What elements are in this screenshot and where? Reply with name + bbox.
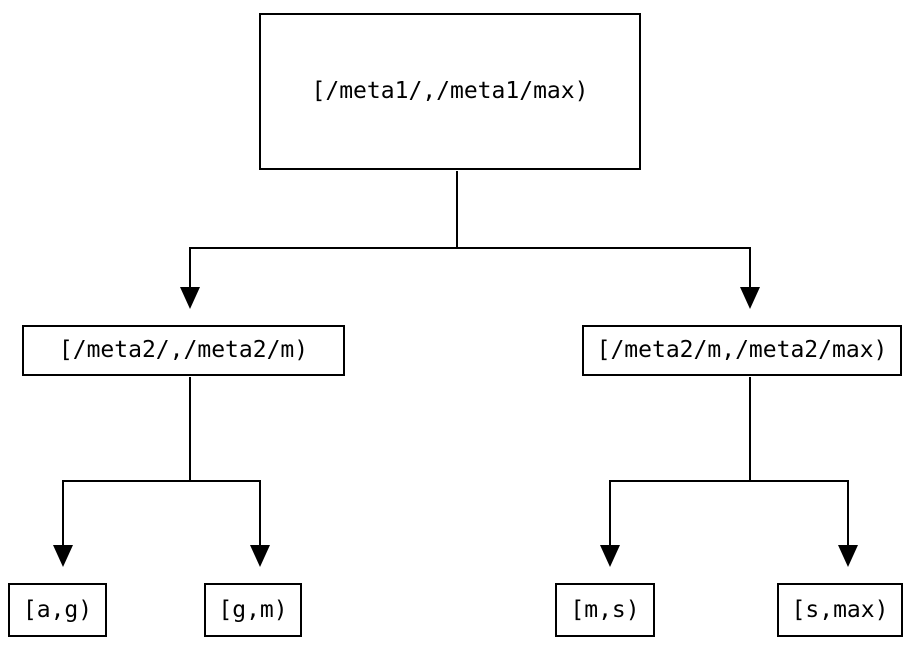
arrow-down-icon: [53, 545, 73, 567]
node-label: [m,s): [570, 596, 640, 623]
leaf-node-m-s: [m,s): [555, 583, 655, 637]
arrow-down-icon: [250, 545, 270, 567]
arrow-down-icon: [180, 287, 200, 309]
arrow-down-icon: [600, 545, 620, 567]
node-label: [/meta2/m,/meta2/max): [596, 337, 888, 363]
connector-level1-bracket: [189, 247, 751, 288]
leaf-node-g-m: [g,m): [204, 583, 302, 637]
connector-left-bracket: [62, 480, 261, 546]
node-label: [s,max): [791, 596, 889, 623]
node-label: [/meta1/,/meta1/max): [311, 78, 589, 104]
node-label: [g,m): [218, 596, 288, 623]
node-meta2-left-range: [/meta2/,/meta2/m): [22, 325, 345, 376]
node-label: [/meta2/,/meta2/m): [58, 337, 309, 363]
node-root-meta1-range: [/meta1/,/meta1/max): [259, 13, 641, 170]
arrow-down-icon: [740, 287, 760, 309]
leaf-node-s-max: [s,max): [777, 583, 903, 637]
connector-right-bracket: [609, 480, 849, 546]
arrow-down-icon: [838, 545, 858, 567]
leaf-node-a-g: [a,g): [8, 583, 107, 637]
node-meta2-right-range: [/meta2/m,/meta2/max): [582, 325, 902, 376]
node-label: [a,g): [22, 596, 93, 623]
